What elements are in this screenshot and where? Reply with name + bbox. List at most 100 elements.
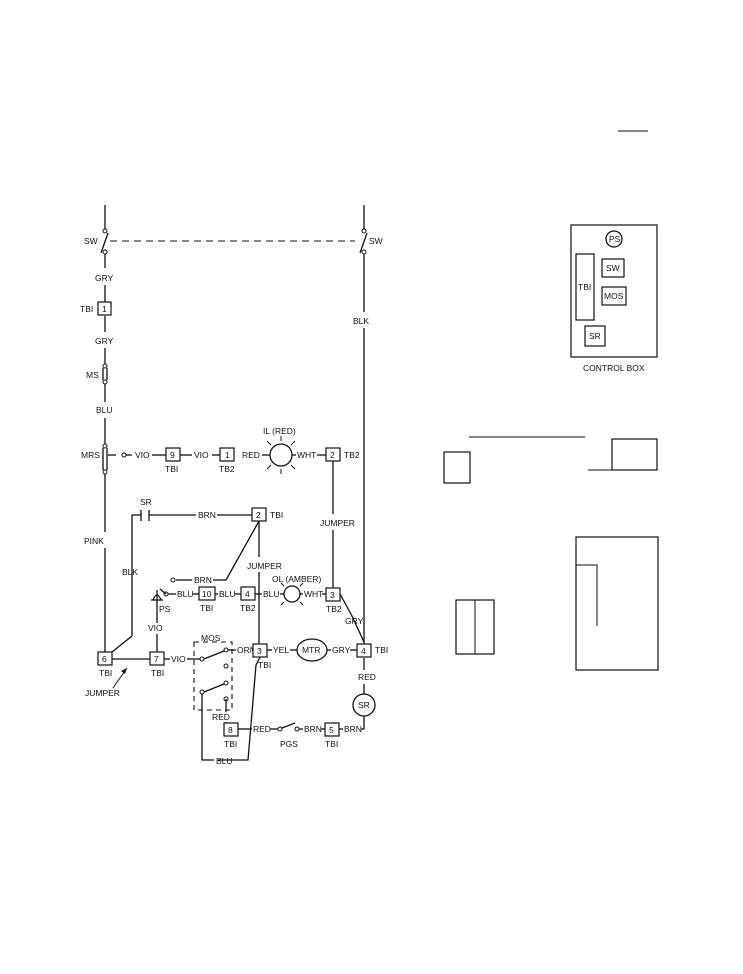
ps-switch-icon (151, 588, 169, 620)
blu-wire-label-3: BLU (219, 589, 236, 599)
tb2-label-3: TB2 (326, 604, 342, 614)
control-box-mos-block (601, 286, 627, 306)
control-box-sw-label: SW (606, 263, 620, 273)
sw-right-label: SW (369, 236, 383, 246)
gry-wire-label-4: GRY (332, 645, 351, 655)
yel-wire-label: YEL (273, 645, 289, 655)
vio-wire-label-1: VIO (135, 450, 150, 460)
mtr-motor-label: MTR (302, 645, 320, 655)
blk-wire-label-left: BLK (122, 567, 138, 577)
terminal-tb2-1-label: 1 (225, 450, 230, 460)
terminal-2-label: 2 (256, 510, 261, 520)
tb1-label-8: TBI (224, 739, 237, 749)
sw-left-label: SW (84, 236, 98, 246)
tb1-label-2: TBI (270, 510, 283, 520)
brn-wire-label-2: BRN (194, 575, 212, 585)
control-box-tb1-label: TBI (578, 282, 591, 292)
mos-switch-box (193, 641, 233, 711)
wht-wire-label-2: WHT (304, 589, 323, 599)
blk-wire-label-right: BLK (353, 316, 369, 326)
terminal-tb1-9 (165, 447, 181, 462)
right-bus (359, 205, 368, 729)
orn-wire-label: ORN (237, 645, 256, 655)
mrs-switch-label: MRS (81, 450, 100, 460)
blu-wire-label-2: BLU (177, 589, 194, 599)
red-wire-label-mos: RED (212, 712, 230, 722)
il-branch (108, 452, 326, 458)
tb1-label-4: TBI (375, 645, 388, 655)
terminal-3-label: 3 (257, 646, 262, 656)
control-box-sr-label: SR (589, 331, 601, 341)
red-wire-label-pgs: RED (253, 724, 271, 734)
outline-panel-inner (576, 564, 598, 626)
control-box-mos-label: MOS (604, 291, 624, 301)
blu-wire-label-1: BLU (96, 405, 113, 415)
pink-wire-label: PINK (84, 536, 104, 546)
control-box-caption: CONTROL BOX (583, 363, 645, 373)
tb2-label-4: TB2 (240, 603, 256, 613)
ol-lamp-icon (280, 582, 304, 606)
control-box-sw-block (601, 258, 625, 278)
blu-wire-label-4: BLU (263, 589, 280, 599)
brn-wire-label-4: BRN (344, 724, 362, 734)
red-wire-label-sr: RED (358, 672, 376, 682)
control-box-ps-icon (605, 230, 623, 248)
gry-wire-label-2: GRY (95, 336, 114, 346)
brn-wire-label-1: BRN (198, 510, 216, 520)
brn-wire-label-3: BRN (304, 724, 322, 734)
outline-panel (575, 536, 659, 671)
terminal-tb2-2-label: 2 (330, 450, 335, 460)
outline-block-left (443, 451, 471, 484)
pgs-switch-label: PGS (280, 739, 298, 749)
terminal-9-label: 9 (170, 450, 175, 460)
il-lamp-label: IL (RED) (263, 426, 296, 436)
sr-contact-label: SR (140, 497, 152, 507)
ol-lamp-label: OL (AMBER) (272, 574, 321, 584)
vio-wire-label-2: VIO (194, 450, 209, 460)
tb2-label-2: TB2 (344, 450, 360, 460)
terminal-1-label: 1 (102, 304, 107, 314)
control-box-tb1-block (575, 253, 595, 321)
blu-return-left (201, 694, 214, 761)
jumper-label-bottom: JUMPER (85, 688, 120, 698)
terminal-7-label: 7 (154, 654, 159, 664)
tb1-label-9: TBI (165, 464, 178, 474)
terminal-10-label: 10 (202, 589, 212, 599)
tb1-label-6: TBI (99, 668, 112, 678)
red-wire-label-il: RED (242, 450, 260, 460)
terminal-tb1-1 (97, 301, 112, 316)
wht-wire-label-1: WHT (297, 450, 316, 460)
control-box-ps-label: PS (609, 234, 621, 244)
blu-wire-label-5: BLU (216, 756, 233, 766)
tb1-label-10: TBI (200, 603, 213, 613)
vio-wire-label-ps: VIO (148, 623, 163, 633)
outline-block-right (611, 438, 658, 471)
gry-wire-label-1: GRY (95, 273, 114, 283)
pgs-switch-icon (277, 722, 300, 732)
tb1-label-3: TBI (258, 660, 271, 670)
sr-contact (131, 510, 252, 560)
left-bus (100, 205, 109, 652)
terminal-6-label: 6 (102, 654, 107, 664)
mos-switch-label: MOS (201, 633, 221, 643)
ps-switch-label: PS (159, 604, 171, 614)
il-lamp-icon (266, 436, 296, 474)
control-box-layout: PS SW TBI MOS SR CONTROL BOX (570, 224, 658, 373)
mos-contacts-icon (199, 647, 229, 702)
sr-coil-label: SR (358, 700, 370, 710)
tb1-label-7: TBI (151, 668, 164, 678)
blu-return-wire (218, 656, 261, 761)
gry-wire-tb2-3 (339, 593, 365, 643)
terminal-tb1-4 (356, 643, 372, 658)
terminal-tb2-1 (219, 447, 235, 462)
brn-diagonal-wire (225, 520, 260, 581)
terminal-tb2-4-label: 4 (245, 589, 250, 599)
vio-wire-label-3: VIO (171, 654, 186, 664)
jumper-label-tb1: JUMPER (247, 561, 282, 571)
jumper-label-tb2: JUMPER (320, 518, 355, 528)
sr-relay-coil-icon (352, 693, 376, 717)
control-box-sr-block (584, 325, 606, 347)
tb2-label-1: TB2 (219, 464, 235, 474)
terminal-5-label: 5 (329, 725, 334, 735)
